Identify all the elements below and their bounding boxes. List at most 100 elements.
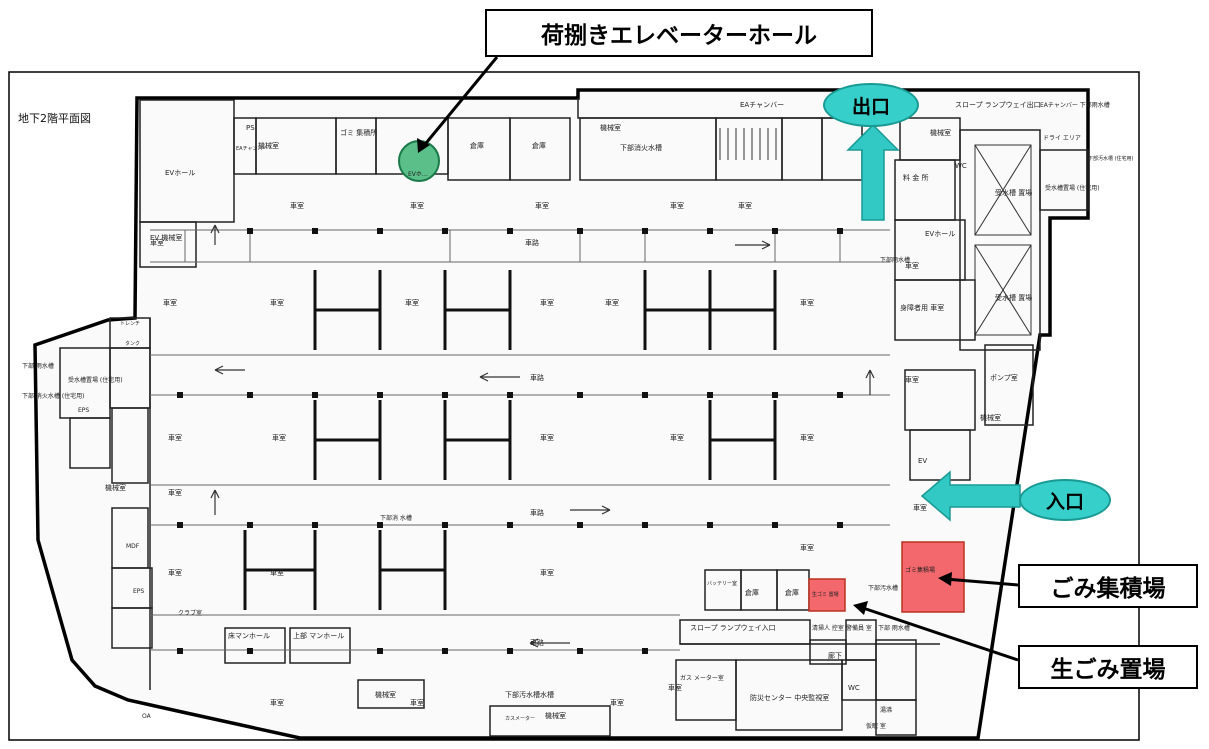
label-machine-e: 機械室	[980, 413, 1001, 422]
label-warehouse-s1: 倉庫	[745, 588, 759, 597]
label-battery: バッテリー室	[707, 580, 737, 587]
label-parking-5: 車室	[738, 201, 752, 210]
label-machine-w: 機械室	[105, 483, 126, 492]
lane-arrows	[210, 224, 875, 648]
label-parking-10: 車室	[800, 298, 814, 307]
label-water-w: 受水槽置場 (住宅用)	[68, 376, 123, 384]
south-rooms	[224, 569, 940, 737]
label-parking-w5: 車室	[168, 568, 182, 577]
label-warehouse-1: 倉庫	[470, 141, 484, 150]
columns	[177, 228, 843, 654]
label-parking-18: 車室	[270, 698, 284, 707]
label-parking-20: 車室	[610, 698, 624, 707]
label-ps: PS	[246, 124, 255, 132]
label-parking-7: 車室	[405, 298, 419, 307]
label-garbage-storage: ゴミ 集積所	[340, 128, 377, 137]
raw-garbage-callout: 生ごみ置場	[1018, 645, 1198, 689]
label-gas-meter: ガス メーター室	[680, 674, 724, 682]
label-lane-3: 車路	[530, 508, 544, 517]
water-tank-symbol	[974, 144, 1032, 336]
label-wc-s: WC	[848, 684, 860, 692]
label-parking-12: 車室	[540, 433, 554, 442]
callout-leaders	[420, 56, 1019, 662]
label-lower-sewage-small: 下部汚水槽	[868, 584, 898, 592]
label-parking-e1: 車室	[905, 261, 919, 270]
label-machine-room-n: 機械室	[258, 141, 279, 150]
garbage-collection-zone	[901, 541, 965, 613]
label-eps-w2: EPS	[133, 588, 144, 595]
label-machine-room-n2: 機械室	[600, 123, 621, 132]
label-parking-3: 車室	[535, 201, 549, 210]
label-machine-s2: 機械室	[375, 690, 396, 699]
label-oa: OA	[142, 713, 152, 720]
label-lower-rain-w: 下部 雨水槽	[22, 362, 54, 370]
leader-arrowhead-elevator	[417, 138, 430, 153]
label-slope-exit: スロープ ランプウェイ出口	[955, 100, 1041, 109]
label-parking-19: 車室	[410, 698, 424, 707]
label-temp-room: 仮眠 室	[866, 722, 886, 730]
label-tank: タンク	[125, 340, 140, 347]
label-sink: 湯沸	[880, 706, 892, 714]
north-rooms	[139, 98, 1089, 351]
freight-elevator-hall-callout: 荷捌きエレベーターホール	[485, 9, 873, 57]
label-ea-rain: EAチャンバー 下部雨水槽	[1040, 101, 1110, 109]
label-disaster-center: 防災センター 中央監視室	[750, 693, 829, 702]
label-wc-ne: WC	[955, 162, 967, 170]
parking-stall-lines	[150, 229, 890, 651]
label-dry-area: ドライ エリア	[1043, 135, 1081, 142]
label-parking-21: 車室	[668, 683, 682, 692]
exit-arrow	[846, 123, 900, 221]
label-warehouse-s2: 倉庫	[785, 588, 799, 597]
label-fee-booth: 料 金 所	[903, 173, 928, 182]
label-garbage-yard-small: ゴミ集積場	[905, 566, 935, 574]
label-upper-manhole: 上部 マンホール	[293, 631, 344, 640]
label-cleaner-room: 清掃人 控室	[812, 624, 844, 632]
label-lower-fire-2: 下部消 水槽	[380, 514, 412, 522]
label-disabled: 身障者用 車室	[900, 303, 944, 312]
label-camera-meter: カスメーター	[505, 715, 535, 722]
label-parking-w3: 車室	[168, 433, 182, 442]
label-parking-4: 車室	[670, 201, 684, 210]
west-rooms	[59, 317, 153, 690]
label-parking-e2: 車室	[905, 375, 919, 384]
room-labels: PS 機械室 EVホール EV 機械室 EAチャンバー ゴミ 集積所 EVホ… …	[22, 100, 1134, 730]
label-parking-16: 車室	[540, 568, 554, 577]
label-parking-14: 車室	[800, 433, 814, 442]
label-pump-room: ポンプ室	[990, 373, 1018, 382]
entrance-marker: 入口	[1019, 479, 1111, 521]
label-ev-machine-w: EV 機械室	[150, 233, 182, 242]
label-lane-4: 車路	[530, 638, 544, 647]
label-guard-room: 警備員 室	[846, 624, 872, 632]
label-ea-chamber: EAチャンバー	[740, 101, 784, 109]
label-parking-w1: 車室	[150, 238, 164, 247]
label-eps-w1: EPS	[78, 407, 89, 414]
label-floor-manhole: 床マンホール	[228, 631, 270, 640]
parking-structure	[243, 270, 777, 610]
label-parking-11: 車室	[272, 433, 286, 442]
label-corridor: 廊下	[828, 651, 842, 660]
label-lane-2: 車路	[530, 373, 544, 382]
label-slope-entrance: スロープ ランプウェイ入口	[690, 624, 776, 632]
label-ea-1: EAチャンバー	[236, 146, 268, 152]
raw-garbage-zone	[808, 578, 846, 612]
label-parking-w4: 車室	[168, 488, 182, 497]
label-parking-6: 車室	[270, 298, 284, 307]
leader-arrowhead-raw-garbage	[853, 601, 868, 615]
label-ev-hall-short: EVホ…	[408, 171, 428, 178]
label-lower-rain: 下部雨水槽	[880, 256, 910, 264]
label-water-yard-1: 受水槽 置場	[995, 188, 1032, 197]
label-club: クラブ室	[178, 609, 202, 617]
label-parking-e3: 車室	[913, 503, 927, 512]
label-ev-hall-e: EVホール	[925, 230, 955, 238]
exit-marker: 出口	[823, 83, 919, 127]
label-parking-2: 車室	[410, 201, 424, 210]
entrance-arrow	[920, 470, 1021, 522]
label-raw-garbage-small: 生ゴミ 置場	[812, 591, 839, 598]
label-parking-8: 車室	[540, 298, 554, 307]
label-water-res: 受水槽置場 (住宅用)	[1045, 184, 1100, 192]
label-parking-15: 車室	[270, 568, 284, 577]
plan-title: 地下2階平面図	[18, 112, 91, 125]
building-outline	[33, 88, 1090, 740]
label-mdf: MDF	[126, 543, 140, 550]
